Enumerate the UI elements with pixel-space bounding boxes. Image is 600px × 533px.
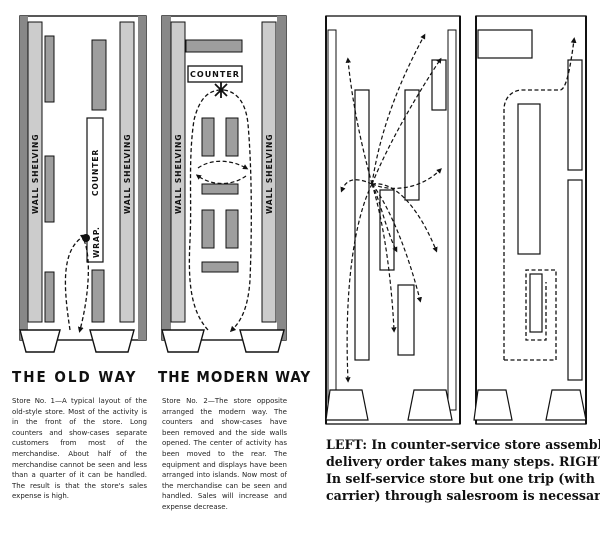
path-line [371,168,442,189]
counter [86,117,104,263]
caption-line: delivery order takes many steps. RIGHT: [326,454,600,469]
old-way-title: THE OLD WAY [12,368,138,386]
path-line [77,239,90,333]
path-line [504,269,557,361]
wall-shelf [567,59,583,171]
island [225,209,239,249]
path-line [345,183,373,383]
fixture [44,271,55,323]
wall-shelving-label: WALL SHELVING [123,134,132,215]
path-line [340,179,373,193]
right-wall [277,16,286,340]
counter-service-store-plan [325,15,461,425]
wall-shelf [567,179,583,381]
island [201,183,239,195]
checkout-stand [19,329,61,353]
fixture [44,35,55,103]
path-line [197,160,249,170]
path-line [371,183,398,253]
wall-shelving-left [170,21,186,323]
path-line [371,33,426,185]
wrap-label: WRAP. [92,226,101,258]
counter [354,89,370,361]
counter-box [187,65,243,83]
wall-shelf [447,29,457,411]
path-lines [340,33,442,383]
path-line [371,183,438,253]
caption-line: In self-service store but one trip (with [326,471,595,486]
island [201,209,215,249]
store1-caption: Store No. 1—A typical layout of the old-… [12,397,147,501]
fixture [91,269,105,323]
path-line [64,234,87,331]
activity-spot [82,234,90,242]
counter-label: COUNTER [91,149,100,196]
wall-shelving-right [261,21,277,323]
wall-shelving-label: WALL SHELVING [265,134,274,215]
path-line [188,87,225,331]
checkout-stand [239,329,285,353]
old-way-store-plan [19,15,147,353]
path-line [371,183,397,333]
modern-way-title: THE MODERN WAY [158,368,312,386]
caption-line: LEFT: In counter-service store assemblin… [326,437,600,452]
fixture [185,39,243,53]
checkout-stand [473,389,513,421]
counter [404,89,420,201]
checkout-stand [89,329,135,353]
island [517,103,541,255]
path-line [371,57,442,185]
path-line [195,174,247,185]
wall-shelving-left [27,21,43,323]
left-wall [20,16,28,340]
checkout-stand [545,389,587,421]
fixture [91,39,107,111]
counter [379,189,395,271]
fixture [477,29,533,59]
right-wall [138,16,146,340]
checkout-stand [161,329,205,353]
store2-caption: Store No. 2—The store opposite arranged … [162,397,287,511]
counter-box-label: COUNTER [190,70,240,79]
path-line [223,89,252,333]
self-service-caption: LEFT: In counter-service store assemblin… [326,436,600,504]
island [201,117,215,157]
activity-star [214,82,228,98]
left-wall [162,16,171,340]
fixture [44,155,55,223]
island [201,261,239,273]
counter [431,59,447,111]
wall-shelving-right [119,21,135,323]
checkout-stand [325,389,369,421]
modern-way-store-plan [161,15,287,353]
path-line [503,37,577,360]
island [225,117,239,157]
caption-line: carrier) through salesroom is necessary. [326,488,600,503]
wall-shelving-label: WALL SHELVING [174,134,183,215]
self-service-store-plan [473,15,587,425]
wall-shelf [327,29,337,411]
island [529,273,543,333]
wall-shelving-label: WALL SHELVING [31,134,40,215]
path-line [371,183,422,303]
checkout-stand [407,389,453,421]
counter [397,284,415,356]
path-line [345,57,373,185]
